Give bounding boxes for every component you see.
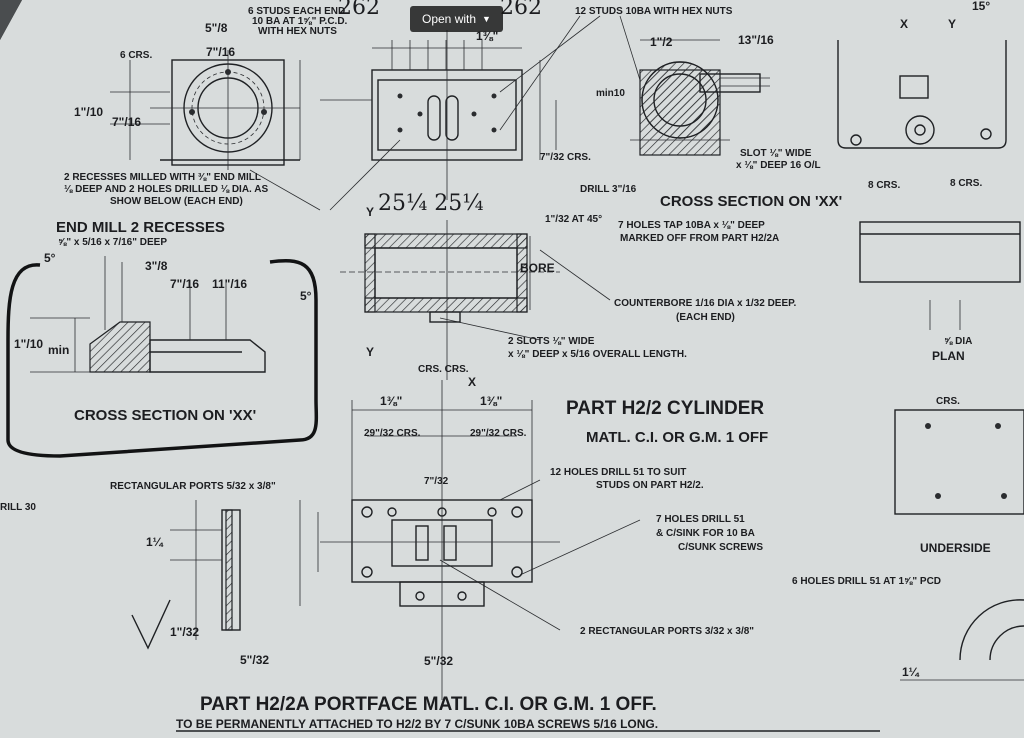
recess-note-3: SHOW BELOW (EACH END) [110,196,243,207]
slot-note-1: SLOT ⅛" WIDE [740,148,812,159]
part-h22-title: PART H2/2 CYLINDER [566,398,764,419]
stud-note-3: WITH HEX NUTS [258,26,337,37]
handwritten-25: 25¼ 25¼ [378,191,484,216]
part-h22-matl: MATL. C.I. OR G.M. 1 OFF [586,429,768,446]
slots-note-1: 2 SLOTS ⅛" WIDE [508,336,595,347]
dim-5deg-center: 5° [300,289,312,303]
dim-1-4-left: 1¼ [146,535,164,549]
dim-5-32-side: 5"/32 [240,653,269,667]
crs-far-c: CRS. [936,396,960,407]
dim-7-16-detail: 7"/16 [170,277,199,291]
portface-plan [299,380,560,700]
dim-13-16: 13"/16 [738,33,774,47]
shadow-edge [0,0,22,40]
y-label-far-right: Y [948,17,956,31]
end-view-left [110,50,301,170]
counterbore-note-1: COUNTERBORE 1/16 DIA x 1/32 DEEP. [614,298,797,309]
holes-7-note-2: & C/SINK FOR 10 BA [656,528,755,539]
dim-7-16: 7"/16 [206,45,235,59]
part-h22a-subtitle: TO BE PERMANENTLY ATTACHED TO H2/2 BY 7 … [176,717,658,731]
cylinder-section [340,220,560,380]
recess-note-2: ⅛ DEEP AND 2 HOLES DRILLED ⅛ DIA. AS [64,184,268,195]
dim-1-32-side: 1"/32 [170,625,199,639]
cross-section-right: CROSS SECTION ON 'XX' [660,193,842,210]
circled-detail-outline [6,259,319,458]
checkmark [131,599,171,650]
far-right-views [837,40,1024,681]
counterbore-note-2: (EACH END) [676,312,735,323]
end-mill-dims: ⅝" x 5/16 x 7/16" DEEP [58,237,167,248]
crs-label: 6 CRS. [120,50,152,61]
rect-ports-note: RECTANGULAR PORTS 5/32 x 3/8" [110,481,276,492]
y-label-center-low: Y [366,345,374,359]
recess-note-1: 2 RECESSES MILLED WITH ⅜" END MILL [64,172,261,183]
drill-30: RILL 30 [0,502,36,513]
crs-pair: CRS. CRS. [418,364,469,375]
dim-min10: min10 [596,88,625,99]
part-h22a-title: PART H2/2A PORTFACE MATL. C.I. OR G.M. 1… [200,694,657,715]
bore-label: BORE [520,261,555,275]
tap-note-1: 7 HOLES TAP 10BA x ⅛" DEEP [618,220,765,231]
dim-5-32-bottom: 5"/32 [424,654,453,668]
holes-6-note: 6 HOLES DRILL 51 AT 1⅝" PCD [792,576,941,587]
x-label-far-right: X [900,17,908,31]
dim-1-32-left-top: 1⅜" [380,394,402,408]
holes-7-note-1: 7 HOLES DRILL 51 [656,514,745,525]
dim-1-10-detail: 1"/10 [14,337,43,351]
open-with-label: Open with [422,12,477,26]
cross-section-round [630,39,770,156]
dim-1-2: 1"/2 [650,35,673,49]
holes-7-note-3: C/SUNK SCREWS [678,542,763,553]
dim-1-4-far-right: 1¼ [902,665,920,679]
rect-ports-2-note: 2 RECTANGULAR PORTS 3/32 x 3/8" [580,626,754,637]
plan-label: PLAN [932,349,965,363]
drill-label: DRILL 3"/16 [580,184,637,195]
stud-note-1: 6 STUDS EACH END [248,6,345,17]
dim-7-32-crs: 7"/32 CRS. [540,152,591,163]
portface-side [170,500,241,640]
end-mill-detail [30,256,266,373]
dim-11-16: 11"/16 [212,277,247,291]
slots-note-2: x ⅛" DEEP x 5/16 OVERALL LENGTH. [508,349,687,360]
end-mill-title: END MILL 2 RECESSES [56,219,225,236]
dim-1-10-top: 1"/10 [74,105,103,119]
studs-12-note: 12 STUDS 10BA WITH HEX NUTS [575,6,733,17]
dim-3-8: 3"/8 [145,259,168,273]
open-with-button[interactable]: Open with ▼ [410,6,503,32]
slot-note-2: x ⅛" DEEP 16 O/L [736,160,821,171]
underside-label: UNDERSIDE [920,541,991,555]
dim-29-32-right: 29"/32 CRS. [470,428,527,439]
dim-1-32-at-45: 1"/32 AT 45° [545,214,602,225]
holes-12-note-1: 12 HOLES DRILL 51 TO SUIT [550,467,686,478]
dim-15deg: 15° [972,0,990,13]
y-label-center: Y [366,205,374,219]
x-label-center: X [468,375,476,389]
leader-lines [249,15,641,631]
dia-label: ⅝ DIA [944,336,972,347]
dim-7-16-side: 7"/16 [112,115,141,129]
handwritten-262-a: 262 [338,0,380,20]
dim-1-3-8-top: 1⅜" [476,29,498,43]
crs-far-a: 8 CRS. [868,180,900,191]
handwritten-262-b: 262 [500,0,542,20]
dim-29-32-left: 29"/32 CRS. [364,428,421,439]
stud-note-2: 10 BA AT 1⅝" P.C.D. [252,16,348,27]
cross-section-left: CROSS SECTION ON 'XX' [74,407,256,424]
dim-min-detail: min [48,343,69,357]
dim-1-32-right-top: 1⅜" [480,394,502,408]
dim-5-8: 5"/8 [205,21,228,35]
dim-5deg-left: 5° [44,251,56,265]
dim-7-32-ports: 7"/32 [424,476,449,487]
holes-12-note-2: STUDS ON PART H2/2. [596,480,704,491]
crs-far-b: 8 CRS. [950,178,982,189]
cylinder-elevation [320,30,557,200]
chevron-down-icon: ▼ [482,14,491,24]
tap-note-2: MARKED OFF FROM PART H2/2A [620,233,779,244]
